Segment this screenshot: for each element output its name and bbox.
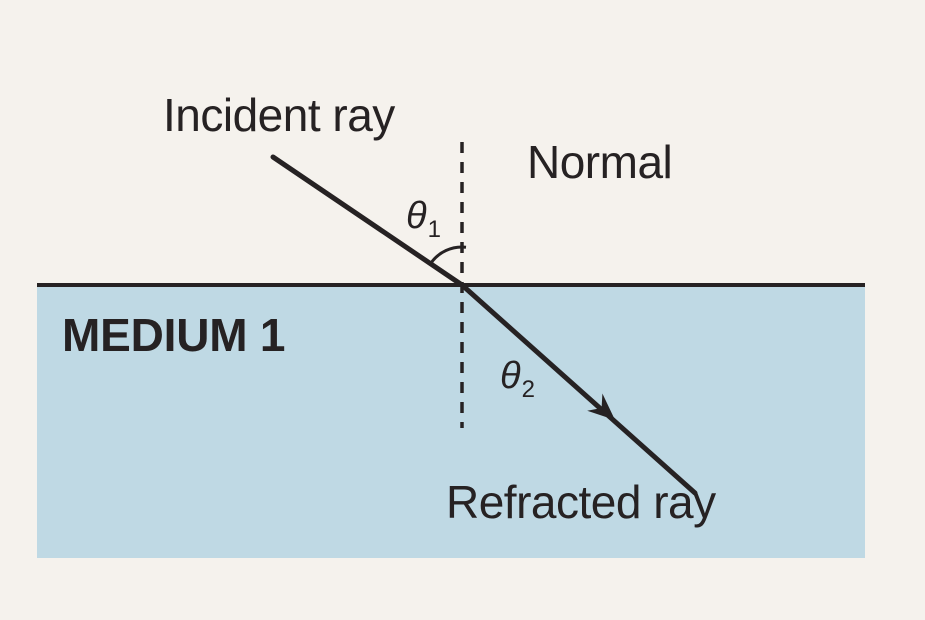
refracted-ray-line xyxy=(459,282,698,496)
medium1-label: MEDIUM 1 xyxy=(62,309,286,361)
theta1-label: θ1 xyxy=(406,194,441,243)
theta2-label: θ2 xyxy=(500,354,535,403)
incident-ray-label: Incident ray xyxy=(163,89,395,141)
theta1-angle-arc xyxy=(429,245,467,265)
medium1-region xyxy=(37,285,865,558)
refracted-ray-arrowhead-icon xyxy=(587,393,615,420)
theta2-symbol: θ xyxy=(500,355,521,397)
normal-label: Normal xyxy=(527,136,673,188)
theta2-subscript: 2 xyxy=(521,376,535,403)
theta1-symbol: θ xyxy=(406,195,427,237)
theta1-subscript: 1 xyxy=(427,216,441,243)
refracted-ray-label: Refracted ray xyxy=(446,476,716,528)
